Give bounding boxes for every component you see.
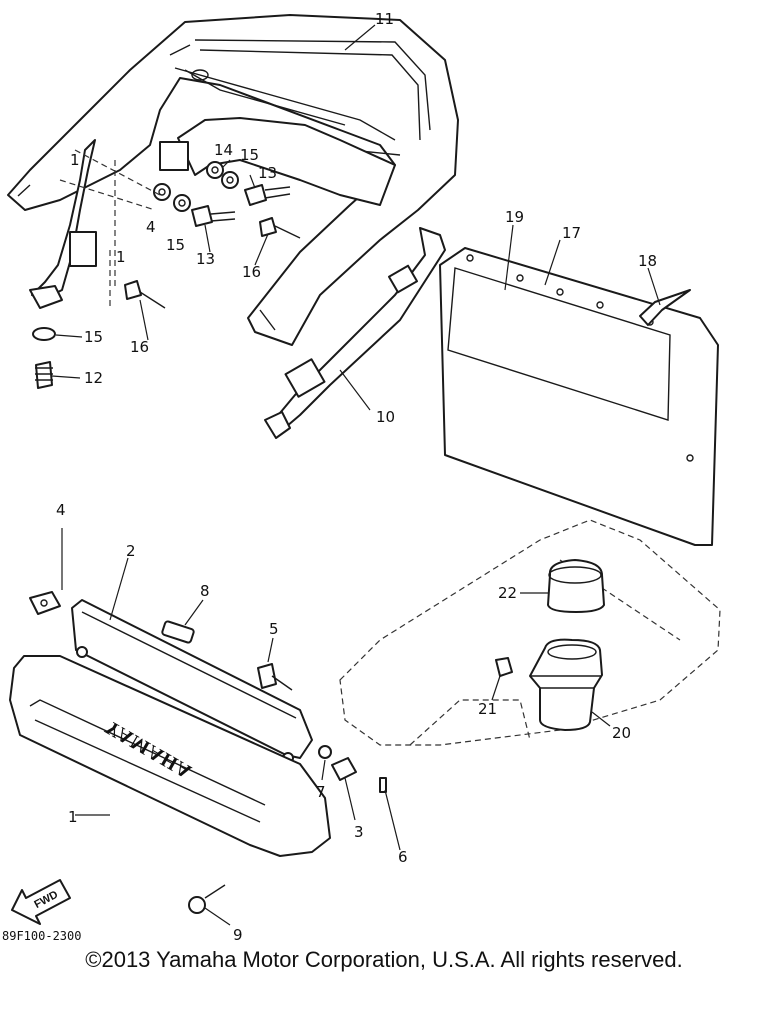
- callout-20: 20: [612, 724, 631, 742]
- front-rack-assembly: [7, 14, 459, 346]
- tube-frame: [29, 117, 446, 439]
- callout-4a: 4: [146, 218, 156, 236]
- callout-9: 9: [233, 926, 243, 944]
- callout-1b: 1: [116, 248, 126, 266]
- mud-flap: [439, 247, 719, 546]
- small-parts: [29, 591, 387, 793]
- callout-6: 6: [398, 848, 408, 866]
- callout-4b: 4: [56, 501, 66, 519]
- callout-17: 17: [562, 224, 581, 242]
- bushing: [495, 638, 603, 731]
- callout-13a: 13: [196, 250, 215, 268]
- callout-11: 11: [375, 10, 394, 28]
- callout-15b: 15: [166, 236, 185, 254]
- leader-lines: [51, 24, 661, 926]
- copyright-notice: ©2013 Yamaha Motor Corporation, U.S.A. A…: [85, 947, 683, 972]
- callout-8: 8: [200, 582, 210, 600]
- callout-19: 19: [505, 208, 524, 226]
- callout-14: 14: [214, 141, 233, 159]
- callout-15c: 15: [84, 328, 103, 346]
- callout-16b: 16: [130, 338, 149, 356]
- callout-15a: 15: [240, 146, 259, 164]
- callout-1c: 1: [68, 808, 78, 826]
- callout-3: 3: [354, 823, 364, 841]
- callout-7: 7: [316, 783, 326, 801]
- callout-2: 2: [126, 542, 136, 560]
- bracket-plate: [71, 599, 313, 764]
- callout-13b: 13: [258, 164, 277, 182]
- diagram-code: 89F100-2300: [2, 929, 81, 943]
- callout-22: 22: [498, 584, 517, 602]
- upper-fasteners: [32, 161, 301, 389]
- vehicle-body-outline: [339, 519, 721, 746]
- bolt-9: [188, 884, 226, 914]
- callout-21: 21: [478, 700, 497, 718]
- callout-1a: 1: [70, 151, 80, 169]
- callout-12: 12: [84, 369, 103, 387]
- forward-arrow-icon: FWD: [11, 879, 71, 925]
- callout-16a: 16: [242, 263, 261, 281]
- callout-labels: 11 10 19 17 18 12 13 13 14 15 15 15 16 1…: [56, 10, 657, 944]
- filler-cap: [547, 559, 605, 613]
- front-panel: YAMAHA: [9, 655, 331, 857]
- callout-5: 5: [269, 620, 279, 638]
- callout-18: 18: [638, 252, 657, 270]
- callout-10: 10: [376, 408, 395, 426]
